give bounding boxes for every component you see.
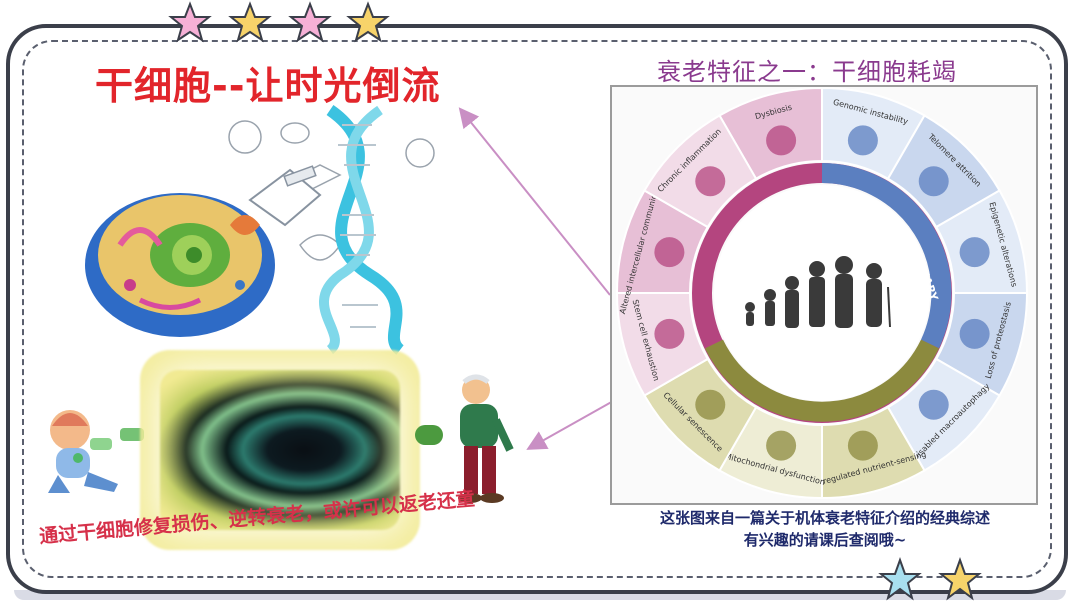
wheel-segment-icon [918,166,949,197]
cell-icon [85,193,275,337]
bottom-stars-decoration [878,557,982,601]
arrow-to-title [458,107,611,296]
hand-with-pipette-icon [248,165,322,227]
wheel-segment-icon [695,166,726,197]
wheel-caption: 这张图来自一篇关于机体衰老特征介绍的经典综述 有兴趣的请课后查阅哦~ [615,507,1035,551]
star-icon [168,1,212,43]
frame-shadow [14,590,1066,600]
elder-illustration [458,374,514,503]
wheel-segment-icon [959,237,990,268]
baby-illustration [48,410,118,493]
wheel-segment-icon [695,389,726,420]
transition-dot [120,428,144,441]
wheel-segment-icon [847,430,878,461]
cell-dna-illustration [85,105,435,355]
wheel-segment-icon [766,125,797,156]
page-frame-dashed-border [22,40,1052,578]
caption-line-1: 这张图来自一篇关于机体衰老特征介绍的经典综述 [659,509,990,527]
primary-ring [821,163,952,349]
wheel-segment-icon [918,389,949,420]
human-aging-silhouettes-icon [745,256,891,328]
arrow-to-elder [526,399,616,450]
wheel-segment-icon [847,125,878,156]
elder-man-icon [458,374,514,503]
star-icon [228,1,272,43]
connector-arrows [458,107,616,450]
antagonistic-ring [705,339,939,422]
wheel-segment-icon [654,318,685,349]
wheel-segment-icon [654,237,685,268]
wheel-title: 衰老特征之一：干细胞耗竭 [657,58,957,86]
caption-line-2: 有兴趣的请课后查阅哦~ [743,531,907,549]
transition-dot [90,438,112,450]
transition-dot [415,425,443,445]
star-icon [346,1,390,43]
wheel-segment-icon [959,318,990,349]
star-icon [288,1,332,43]
main-title: 干细胞--让时光倒流 [95,64,441,108]
star-icon [878,557,922,601]
dna-helix-icon [319,105,405,355]
top-stars-decoration [168,1,390,43]
wheel-segment-icon [766,430,797,461]
time-tunnel-image [160,370,400,530]
star-icon [938,557,982,601]
baby-icon [48,410,118,493]
